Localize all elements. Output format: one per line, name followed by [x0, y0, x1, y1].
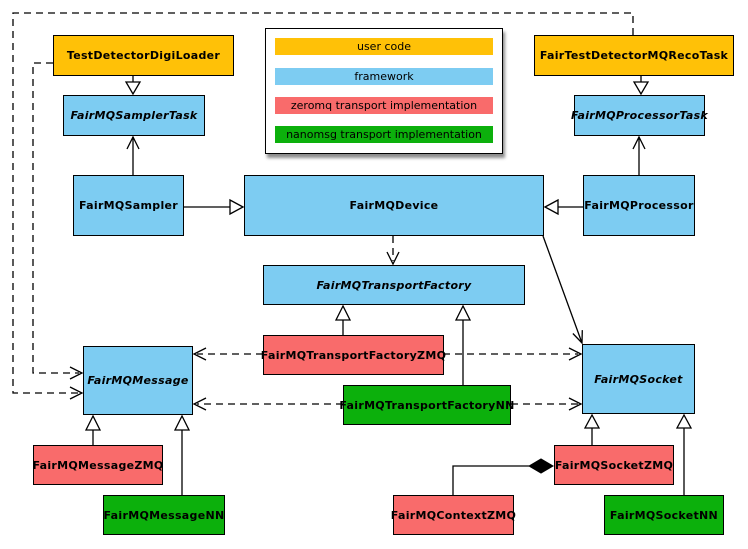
edge-socketnn-to-socket [675, 413, 693, 495]
legend-item-user-code: user code [275, 38, 493, 55]
node-fairmq-socket-nn: FairMQSocketNN [604, 495, 724, 535]
node-fairmq-socket-zmq: FairMQSocketZMQ [554, 445, 674, 485]
edge-factoryzmq-to-socket-dashed [443, 347, 583, 361]
edge-digiloader-to-samplertask [124, 76, 142, 96]
edge-device-to-socket [542, 235, 583, 345]
edge-socketzmq-to-socket [583, 413, 601, 445]
legend: user code framework zeromq transport imp… [265, 28, 503, 154]
node-fairmq-processor: FairMQProcessor [583, 175, 695, 236]
node-fairmq-sampler-task: FairMQSamplerTask [63, 95, 205, 136]
node-fairmq-message: FairMQMessage [83, 346, 193, 415]
node-fairmq-socket: FairMQSocket [582, 344, 695, 414]
node-fairmq-device: FairMQDevice [244, 175, 544, 236]
node-fairmq-transport-factory-zmq: FairMQTransportFactoryZMQ [261, 335, 446, 375]
edge-messagenn-to-message [173, 414, 191, 495]
edge-contextzmq-to-socketzmq-composition [452, 458, 554, 495]
edge-messagezmq-to-message [84, 414, 102, 445]
edge-factorynn-to-message-dashed [192, 397, 343, 411]
node-fair-test-detector-mq-reco-task: FairTestDetectorMQRecoTask [534, 35, 734, 76]
edge-factoryzmq-to-transportfactory [334, 304, 352, 335]
edge-recotask-to-processortask [632, 76, 650, 96]
edge-factorynn-to-socket-dashed [511, 397, 583, 411]
edge-factoryzmq-to-message-dashed [192, 347, 263, 361]
legend-item-zeromq: zeromq transport implementation [275, 97, 493, 114]
node-fairmq-processor-task: FairMQProcessorTask [571, 95, 708, 136]
edge-factorynn-to-transportfactory [454, 304, 472, 385]
node-fairmq-transport-factory: FairMQTransportFactory [263, 265, 525, 305]
edge-sampler-to-device [184, 198, 245, 216]
legend-item-nanomsg: nanomsg transport implementation [275, 126, 493, 143]
legend-item-framework: framework [275, 68, 493, 85]
node-test-detector-digi-loader: TestDetectorDigiLoader [53, 35, 234, 76]
edge-recotask-to-message-dashed [12, 12, 634, 400]
edge-digiloader-to-message-dashed [32, 62, 84, 380]
edge-sampler-to-samplertask [126, 135, 140, 175]
edge-device-to-transportfactory-dashed [386, 236, 400, 266]
node-fairmq-message-zmq: FairMQMessageZMQ [32, 445, 163, 485]
node-fairmq-context-zmq: FairMQContextZMQ [391, 495, 516, 535]
edge-processor-to-processortask [632, 135, 646, 175]
edge-processor-to-device [543, 198, 583, 216]
node-fairmq-transport-factory-nn: FairMQTransportFactoryNN [339, 385, 514, 425]
node-fairmq-message-nn: FairMQMessageNN [103, 495, 225, 535]
node-fairmq-sampler: FairMQSampler [73, 175, 184, 236]
